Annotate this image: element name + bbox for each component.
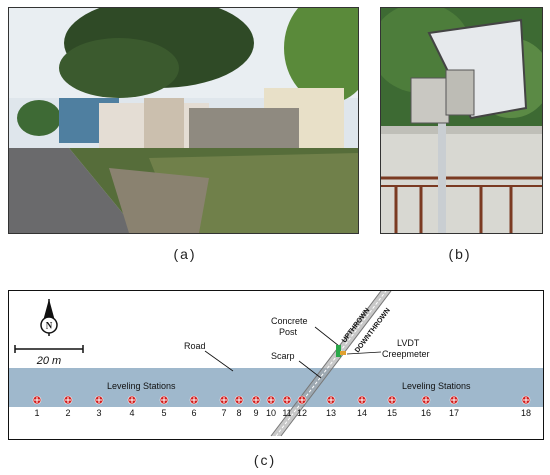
north-letter: N (46, 321, 53, 331)
lvdt-label-2: Creepmeter (382, 349, 430, 359)
leveling-station-number: 5 (161, 408, 166, 418)
leveling-station-marker (297, 395, 307, 405)
leveling-stations-label-left: Leveling Stations (107, 381, 176, 391)
leveling-station-number: 2 (65, 408, 70, 418)
leveling-station-number: 11 (282, 408, 291, 418)
leveling-station-number: 15 (387, 408, 397, 418)
scarp-label: Scarp (271, 351, 295, 361)
leveling-stations-label-right: Leveling Stations (402, 381, 471, 391)
leveling-station-marker (63, 395, 73, 405)
photo-a-street-scene (8, 7, 359, 234)
leveling-station-marker (251, 395, 261, 405)
scarp-leader (298, 360, 322, 379)
leveling-station-number: 1 (34, 408, 39, 418)
leveling-station-marker (159, 395, 169, 405)
leveling-station-marker (219, 395, 229, 405)
concrete-post-label-2: Post (279, 327, 298, 337)
photo-b-creepmeter-installation (380, 7, 543, 234)
leveling-station-marker (357, 395, 367, 405)
leveling-station-marker (449, 395, 459, 405)
leveling-station-marker (326, 395, 336, 405)
panel-c-label: (c) (253, 452, 277, 468)
leveling-station-marker (234, 395, 244, 405)
leveling-station-marker (387, 395, 397, 405)
scale-bar: 20 m (14, 345, 84, 367)
site-map-svg: N 20 m Road UPTHROWN DOWNTHROWN Concrete… (9, 290, 543, 437)
leveling-station-marker (421, 395, 431, 405)
leveling-station-number: 8 (236, 408, 241, 418)
leveling-station-number: 17 (449, 408, 459, 418)
north-arrow-icon: N (40, 299, 58, 336)
road-label: Road (184, 341, 206, 351)
lvdt-leader (346, 351, 382, 355)
leveling-station-marker (189, 395, 199, 405)
site-map: N 20 m Road UPTHROWN DOWNTHROWN Concrete… (8, 290, 544, 440)
leveling-station-marker (94, 395, 104, 405)
leveling-station-number: 6 (191, 408, 196, 418)
road-leader-line (204, 350, 234, 372)
leveling-station-marker (127, 395, 137, 405)
leveling-station-number: 13 (326, 408, 336, 418)
leveling-station-marker (266, 395, 276, 405)
creepmeter-marker (336, 345, 341, 357)
concrete-post-leader (314, 326, 340, 347)
leveling-station-number: 12 (297, 408, 307, 418)
leveling-station-number: 14 (357, 408, 367, 418)
leveling-station-number: 9 (253, 408, 258, 418)
leveling-station-number: 3 (96, 408, 101, 418)
leveling-station-number: 4 (129, 408, 134, 418)
leveling-station-marker (521, 395, 531, 405)
panel-b-label: (b) (448, 246, 472, 262)
lvdt-label-1: LVDT (397, 338, 420, 348)
panel-a-label: (a) (173, 246, 197, 262)
leveling-station-marker (32, 395, 42, 405)
leveling-station-number: 7 (221, 408, 226, 418)
leveling-station-marker (282, 395, 292, 405)
concrete-post-label-1: Concrete (271, 316, 308, 326)
lvdt-sensor-marker (340, 351, 346, 355)
leveling-station-number: 18 (521, 408, 531, 418)
leveling-station-number: 16 (421, 408, 431, 418)
scale-label: 20 m (36, 355, 61, 367)
leveling-station-number: 10 (266, 408, 276, 418)
